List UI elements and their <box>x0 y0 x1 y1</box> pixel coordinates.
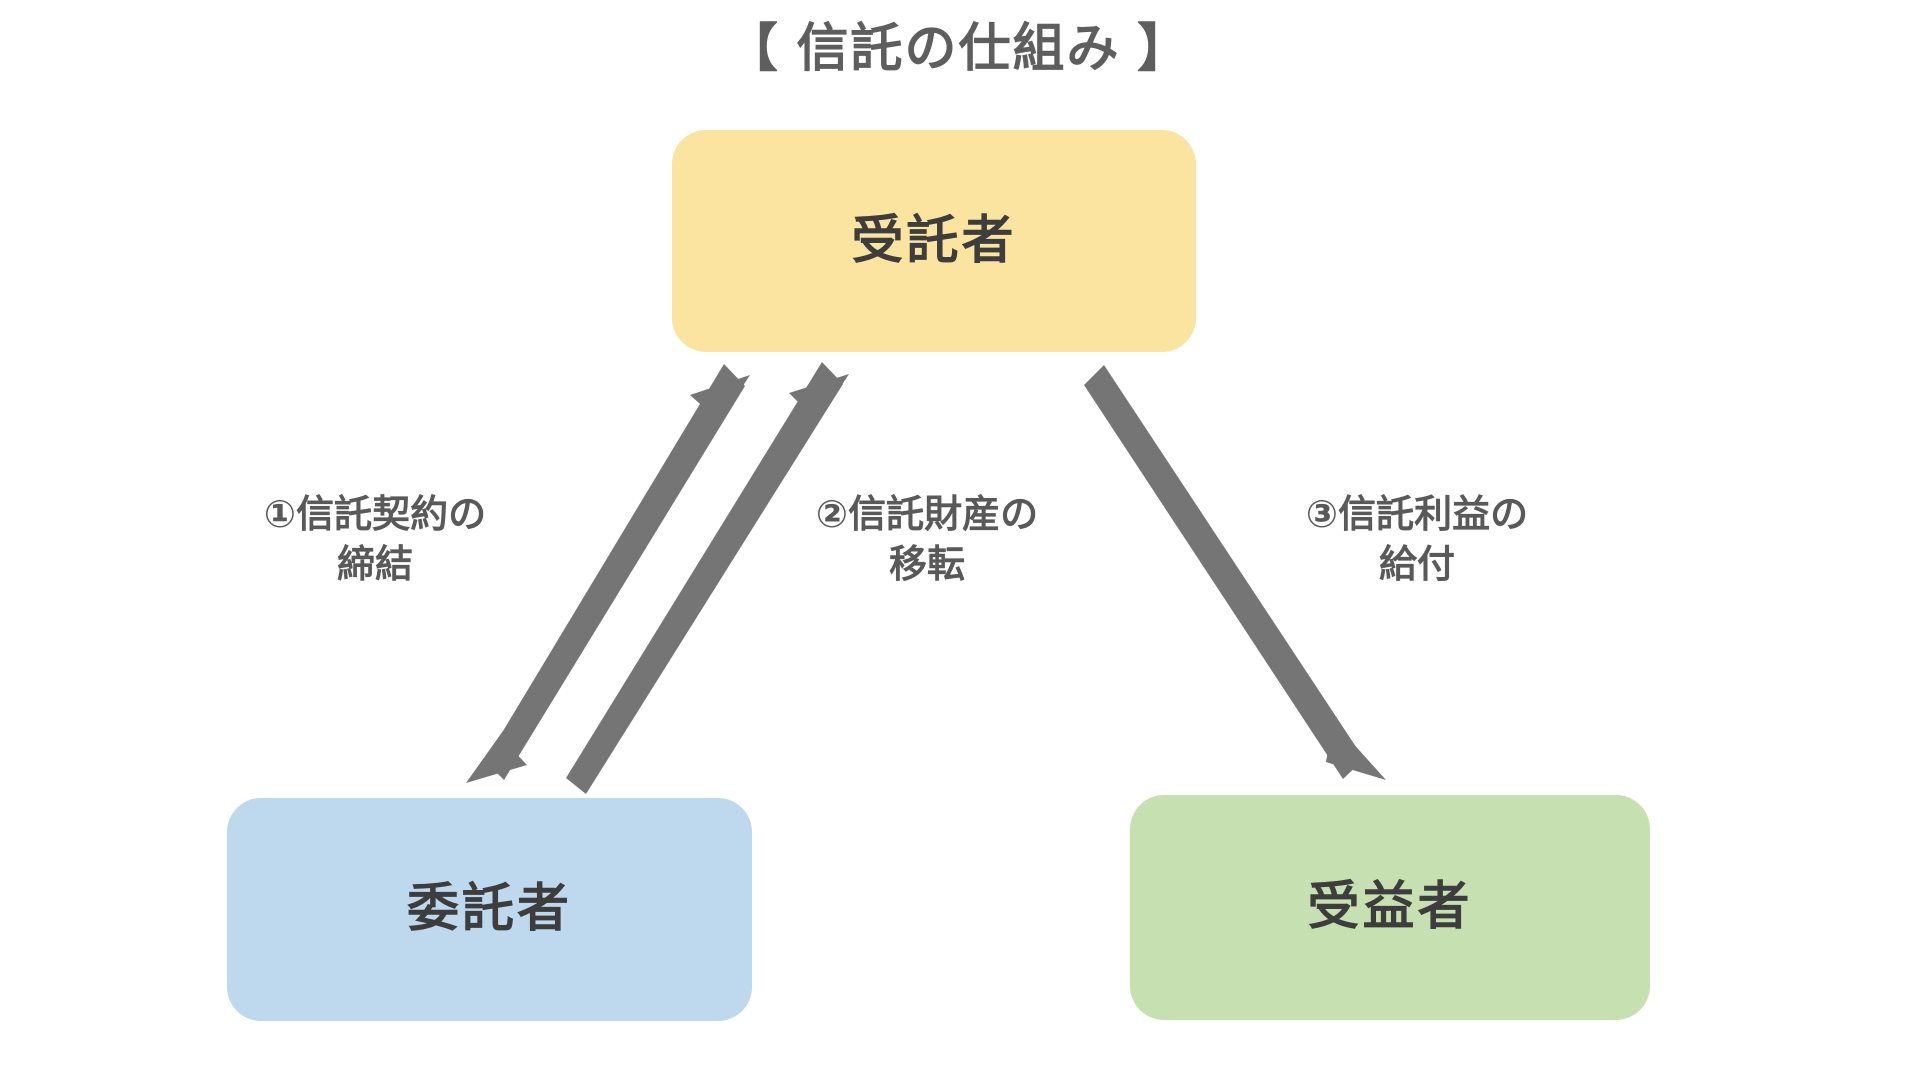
node-beneficiary-label: 受益者 <box>1307 878 1473 937</box>
arrow-label-trust-contract: ①信託契約の 締結 <box>263 494 487 587</box>
node-settlor-label: 委託者 <box>406 880 572 939</box>
node-settlor[interactable]: 委託者 <box>227 798 752 1021</box>
arrow-label-benefit-payment: ③信託利益の 給付 <box>1305 494 1529 587</box>
node-beneficiary[interactable]: 受益者 <box>1130 795 1650 1020</box>
node-trustee[interactable]: 受託者 <box>672 130 1196 352</box>
node-trustee-label: 受託者 <box>851 211 1017 270</box>
arrow-label-property-transfer: ②信託財産の 移転 <box>815 494 1039 587</box>
page-title: 【 信託の仕組み 】 <box>726 20 1191 78</box>
